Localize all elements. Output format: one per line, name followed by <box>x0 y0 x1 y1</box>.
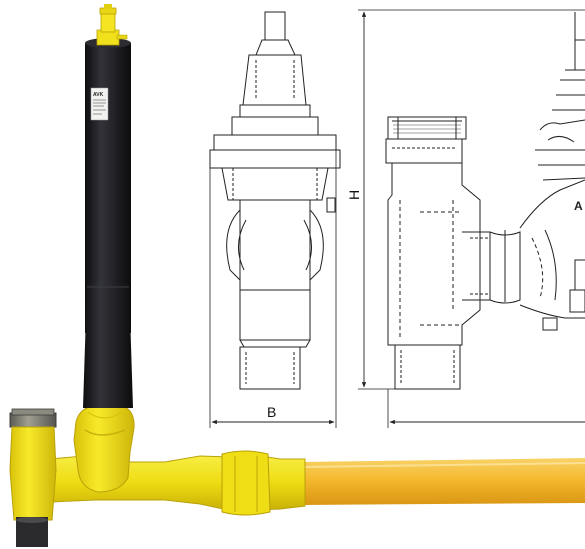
coupling-sleeve <box>221 450 271 516</box>
yellow-pipe <box>300 458 585 505</box>
front-view-drawing <box>385 12 585 390</box>
product-label-sticker: AVK <box>90 87 109 121</box>
valve-product-photo: AVK <box>9 4 585 547</box>
brand-mark: AVK <box>93 92 104 98</box>
operating-cap-icon <box>96 4 128 46</box>
dimension-width: B <box>209 150 337 428</box>
dimension-h-label: H <box>346 190 362 200</box>
dimension-height: H <box>346 9 585 390</box>
spindle-lower-sleeve <box>83 283 133 408</box>
side-view-drawing <box>209 11 341 390</box>
cut-off-brand-mark: A <box>574 199 583 213</box>
dimension-b-label: B <box>267 404 276 420</box>
socket-body-coating <box>9 426 57 521</box>
valve-body-coating <box>73 405 135 493</box>
